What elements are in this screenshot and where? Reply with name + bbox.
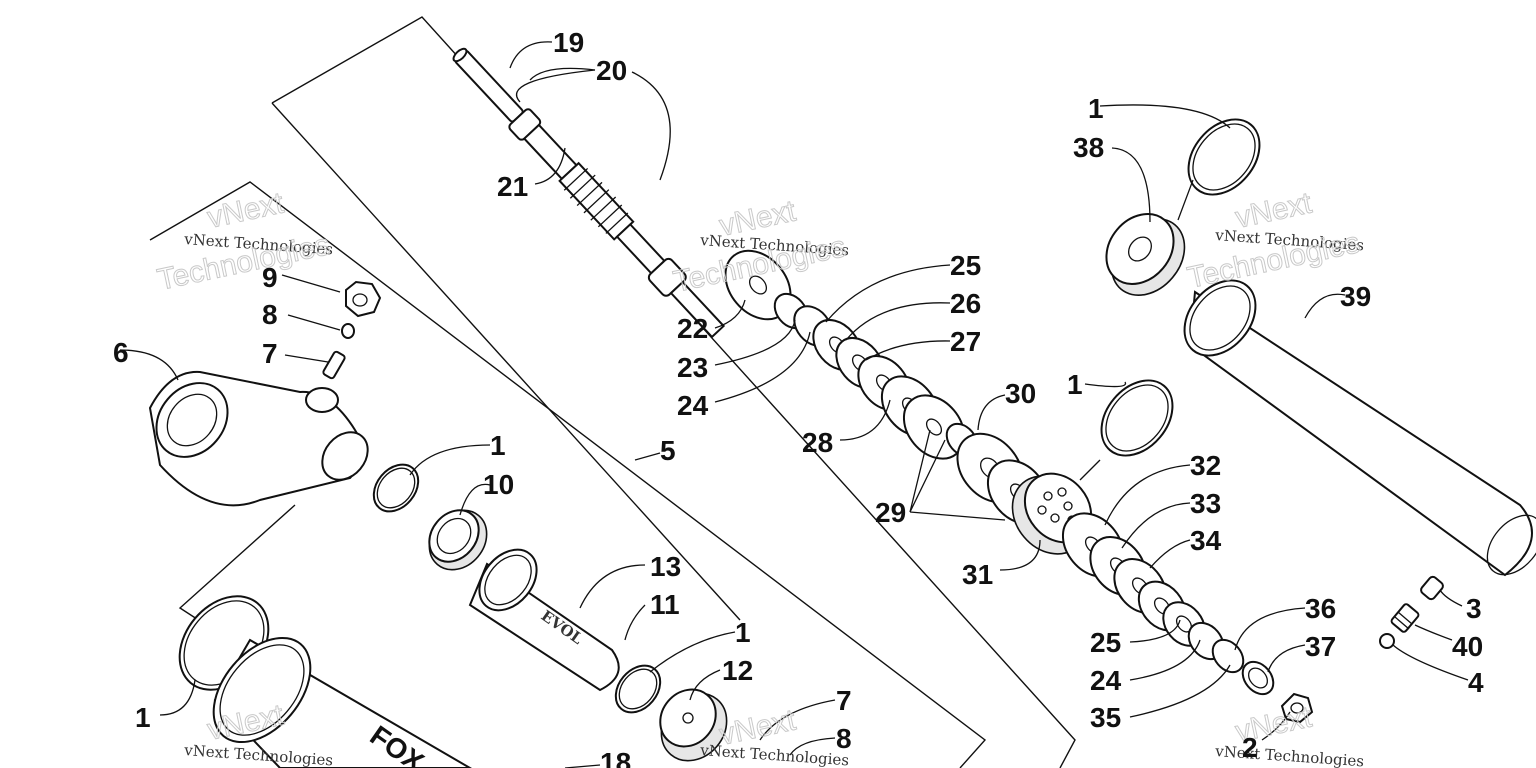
reservoir-tube: EVOL	[468, 548, 620, 692]
schrader-valve	[322, 350, 346, 380]
callout-29: 29	[875, 497, 906, 528]
callout-8-bottom: 8	[836, 723, 852, 754]
callout-1-top: 1	[1088, 93, 1104, 124]
ball	[1379, 633, 1395, 649]
watermark-brand: vNext	[205, 186, 288, 234]
callout-7-bottom: 7	[836, 685, 852, 716]
callout-1-lower: 1	[735, 617, 751, 648]
callout-4: 4	[1468, 667, 1484, 698]
callout-26: 26	[950, 288, 981, 319]
callout-18: 18	[600, 747, 631, 768]
callout-33: 33	[1190, 488, 1221, 519]
callout-8-top: 8	[262, 299, 278, 330]
callout-30: 30	[1005, 378, 1036, 409]
outer-tube	[1183, 279, 1536, 577]
callout-25-bottom: 25	[1090, 627, 1121, 658]
callout-39: 39	[1340, 281, 1371, 312]
callout-35: 35	[1090, 702, 1121, 733]
callout-24-bottom: 24	[1090, 665, 1122, 696]
seal-ring-mid	[1100, 379, 1174, 457]
callout-37: 37	[1305, 631, 1336, 662]
shaft-group-frame-edge	[271, 102, 741, 621]
callout-25-top: 25	[950, 250, 981, 281]
callout-20: 20	[596, 55, 627, 86]
shock-shaft	[452, 47, 726, 339]
seal-ring-upper-right	[1187, 118, 1261, 196]
callout-12: 12	[722, 655, 753, 686]
callout-38: 38	[1073, 132, 1104, 163]
callout-23: 23	[677, 352, 708, 383]
reservoir-cap	[345, 280, 382, 318]
callout-34: 34	[1190, 525, 1222, 556]
callout-1-left: 1	[490, 430, 506, 461]
callout-32: 32	[1190, 450, 1221, 481]
callout-11: 11	[650, 589, 680, 620]
lower-valve-stack	[1061, 512, 1275, 696]
watermark-bottom-right: vNext vNext Technologies	[1214, 700, 1365, 768]
reservoir-fitting	[428, 509, 488, 571]
callout-22: 22	[677, 313, 708, 344]
callout-21: 21	[497, 171, 528, 202]
set-screw	[1390, 603, 1420, 633]
reservoir-body	[148, 370, 369, 507]
callout-27: 27	[950, 326, 981, 357]
watermark-line1: vNext Technologies	[1214, 742, 1365, 768]
callout-28: 28	[802, 427, 833, 458]
shaft-nut	[1280, 692, 1314, 724]
callout-1-mid: 1	[1067, 369, 1083, 400]
reservoir-group-frame	[149, 181, 987, 768]
callout-24-top: 24	[677, 390, 709, 421]
watermark-top-left: vNext vNext Technologies Technologies	[154, 186, 334, 297]
watermark-line1: vNext Technologies	[699, 741, 850, 768]
callout-40: 40	[1452, 631, 1483, 662]
callout-3: 3	[1466, 593, 1482, 624]
callout-6: 6	[113, 337, 129, 368]
upper-bushing	[1105, 213, 1186, 296]
seal-ring-left	[372, 463, 420, 513]
callout-1-bottom: 1	[135, 702, 151, 733]
o-ring-small	[341, 323, 355, 339]
reservoir-piston	[659, 688, 728, 762]
callout-13: 13	[650, 551, 681, 582]
watermark-top-right: vNext vNext Technologies Technologies	[1184, 186, 1365, 295]
callout-9: 9	[262, 262, 278, 293]
callout-labels: 19 20 21 1 38 39 25 26 27 22 23 24 28 30…	[113, 27, 1484, 768]
callout-5: 5	[660, 435, 676, 466]
callout-31: 31	[962, 559, 993, 590]
callout-19: 19	[553, 27, 584, 58]
callout-36: 36	[1305, 593, 1336, 624]
shaft-group-frame	[271, 16, 1076, 768]
callout-7-top: 7	[262, 338, 278, 369]
leader-lines	[119, 41, 1469, 768]
cap-fitting	[1420, 575, 1444, 601]
callout-2: 2	[1242, 732, 1258, 763]
callout-10: 10	[483, 469, 514, 500]
